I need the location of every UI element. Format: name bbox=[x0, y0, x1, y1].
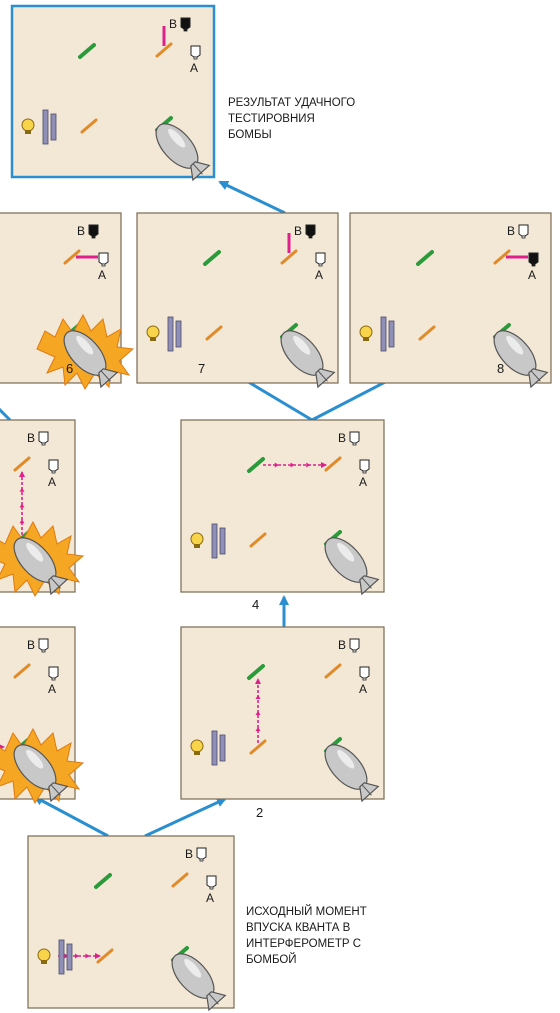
detector-a-label: A bbox=[206, 891, 214, 905]
panel-p5: BA bbox=[0, 420, 120, 644]
detector-a-icon-shape bbox=[529, 253, 538, 264]
lightbulb-icon bbox=[147, 326, 159, 338]
detector-b-label: B bbox=[338, 431, 346, 445]
plate-2 bbox=[389, 321, 394, 347]
initial-caption: ИСХОДНЫЙ МОМЕНТ ВПУСКА КВАНТА В ИНТЕРФЕР… bbox=[246, 904, 367, 968]
detector-b-icon-base bbox=[42, 650, 45, 652]
detector-a-icon-shape bbox=[49, 460, 58, 471]
detector-a-icon-base bbox=[52, 678, 55, 680]
plate-2 bbox=[220, 735, 225, 761]
lightbulb-base bbox=[363, 337, 369, 341]
detector-a-icon-shape bbox=[207, 876, 216, 887]
lightbulb-icon bbox=[191, 533, 203, 545]
detector-a-icon-shape bbox=[316, 253, 325, 264]
detector-b-icon-base bbox=[42, 443, 45, 445]
detector-b-icon-base bbox=[309, 236, 312, 238]
arrow-p7-to-result bbox=[220, 182, 285, 213]
detector-a-icon-base bbox=[194, 57, 197, 59]
lightbulb-base bbox=[25, 130, 31, 134]
detector-b-label: B bbox=[507, 224, 515, 238]
plate-1 bbox=[381, 317, 386, 351]
panel-number-4: 4 bbox=[252, 597, 259, 612]
detector-b-icon-base bbox=[184, 29, 187, 31]
detector-a-icon-base bbox=[532, 264, 535, 266]
detector-a-label: A bbox=[48, 682, 56, 696]
detector-b-icon-base bbox=[200, 859, 203, 861]
panel-number-6: 6 bbox=[66, 361, 73, 376]
lightbulb-base bbox=[194, 544, 200, 548]
plate-1 bbox=[168, 317, 173, 351]
plate-1 bbox=[43, 110, 48, 144]
plate-1 bbox=[59, 940, 64, 974]
detector-a-icon-base bbox=[210, 887, 213, 889]
lightbulb-base bbox=[194, 751, 200, 755]
detector-a-icon-shape bbox=[99, 253, 108, 264]
detector-b-icon-shape bbox=[89, 225, 98, 236]
panel-number-2: 2 bbox=[256, 805, 263, 820]
detector-a-icon-shape bbox=[191, 46, 200, 57]
plate-2 bbox=[51, 114, 56, 140]
detector-b-icon-shape bbox=[39, 639, 48, 650]
detector-a-icon-base bbox=[363, 678, 366, 680]
lightbulb-base bbox=[150, 337, 156, 341]
detector-b-label: B bbox=[169, 17, 177, 31]
panel-p4: BA bbox=[181, 420, 384, 598]
detector-b-icon-base bbox=[522, 236, 525, 238]
detector-b-icon-shape bbox=[350, 432, 359, 443]
plate-1 bbox=[212, 731, 217, 765]
detector-a-label: A bbox=[190, 61, 198, 75]
lightbulb-icon bbox=[22, 119, 34, 131]
detector-b-icon-base bbox=[353, 650, 356, 652]
detector-b-label: B bbox=[338, 638, 346, 652]
panel-p7: BA bbox=[137, 213, 338, 391]
detector-b-icon-shape bbox=[350, 639, 359, 650]
arrow-initial-to-p2 bbox=[145, 799, 225, 836]
detector-a-icon-base bbox=[102, 264, 105, 266]
detector-b-icon-shape bbox=[197, 848, 206, 859]
detector-a-icon-shape bbox=[49, 667, 58, 678]
detector-a-icon-base bbox=[319, 264, 322, 266]
detector-b-icon-shape bbox=[181, 18, 190, 29]
detector-b-label: B bbox=[27, 638, 35, 652]
arrow-p5-to-p6 bbox=[0, 400, 10, 420]
detector-b-icon-shape bbox=[39, 432, 48, 443]
detector-b-icon-shape bbox=[519, 225, 528, 236]
detector-a-icon-shape bbox=[360, 667, 369, 678]
panel-number-7: 7 bbox=[198, 361, 205, 376]
panel-p8: BA bbox=[350, 213, 551, 391]
detector-a-label: A bbox=[359, 682, 367, 696]
panel-number-8: 8 bbox=[497, 361, 504, 376]
detector-b-label: B bbox=[185, 847, 193, 861]
lightbulb-icon bbox=[360, 326, 372, 338]
plate-2 bbox=[176, 321, 181, 347]
lightbulb-icon bbox=[38, 949, 50, 961]
detector-b-label: B bbox=[27, 431, 35, 445]
arrow-initial-to-p3 bbox=[35, 797, 108, 836]
detector-a-label: A bbox=[48, 475, 56, 489]
detector-a-label: A bbox=[528, 268, 536, 282]
panel-p3: BA bbox=[0, 627, 120, 851]
detector-a-label: A bbox=[359, 475, 367, 489]
result-caption: РЕЗУЛЬТАТ УДАЧНОГО ТЕСТИРОВНИЯ БОМБЫ bbox=[228, 95, 355, 143]
detector-b-icon-base bbox=[92, 236, 95, 238]
plate-2 bbox=[67, 944, 72, 970]
detector-b-icon-base bbox=[353, 443, 356, 445]
detector-a-icon-base bbox=[363, 471, 366, 473]
lightbulb-icon bbox=[191, 740, 203, 752]
detector-b-label: B bbox=[294, 224, 302, 238]
detector-b-label: B bbox=[77, 224, 85, 238]
detector-a-label: A bbox=[315, 268, 323, 282]
panel-initial: BA bbox=[28, 836, 234, 1013]
detector-a-icon-base bbox=[52, 471, 55, 473]
plate-1 bbox=[212, 524, 217, 558]
detector-a-label: A bbox=[98, 268, 106, 282]
panel-result: BA bbox=[12, 6, 214, 184]
panel-p2: BA bbox=[181, 627, 384, 805]
plate-2 bbox=[220, 528, 225, 554]
detector-b-icon-shape bbox=[306, 225, 315, 236]
detector-a-icon-shape bbox=[360, 460, 369, 471]
lightbulb-base bbox=[41, 960, 47, 964]
